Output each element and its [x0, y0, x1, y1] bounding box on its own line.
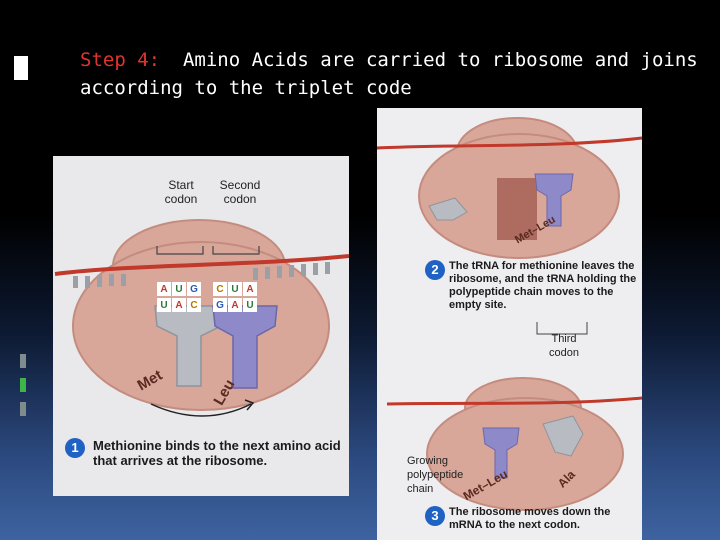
ribosome-illustration-1 — [54, 219, 349, 417]
growing-chain-label: Growing polypeptide chain — [407, 455, 464, 495]
codon-base: U — [175, 284, 183, 295]
anticodon-base: G — [216, 300, 224, 311]
slide-title: Step 4: Amino Acids are carried to ribos… — [80, 46, 700, 102]
codon-base: C — [216, 284, 224, 295]
title-text: Amino Acids are carried to ribosome and … — [80, 49, 698, 99]
step1-caption: Methionine binds to the next amino acid … — [93, 438, 341, 468]
codon-tiles — [157, 282, 257, 312]
start-codon-label: Start codon — [164, 178, 198, 206]
step-number-badge: 1 — [65, 438, 85, 458]
decor-block — [14, 56, 28, 80]
ribosome-illustration-2 — [377, 117, 642, 511]
third-codon-label: Third codon — [549, 333, 579, 359]
decor-bar-gray — [20, 354, 26, 368]
step3-number-badge: 3 — [425, 506, 445, 526]
step2-caption: The tRNA for methionine leaves the ribos… — [449, 260, 637, 311]
second-codon-label: Second codon — [219, 178, 261, 206]
codon-base: A — [160, 284, 168, 295]
decor-bar-gray — [20, 402, 26, 416]
anticodon-base: C — [190, 300, 198, 311]
codon-base: U — [231, 284, 239, 295]
anticodon-base: A — [175, 300, 183, 311]
codon-base: G — [190, 284, 198, 295]
step2-number-badge: 2 — [425, 260, 445, 280]
figure-panel-steps2-3: 2 The tRNA for methionine leaves the rib… — [377, 108, 642, 540]
title-step: Step 4: — [80, 49, 161, 71]
figure-panel-step1: Start codon Second codon A U G C U A U A… — [53, 156, 349, 496]
codon-base: A — [246, 284, 254, 295]
anticodon-base: A — [231, 300, 239, 311]
step3-caption: The ribosome moves down the mRNA to the … — [449, 506, 611, 531]
anticodon-base: U — [160, 300, 168, 311]
decor-bar-green — [20, 378, 26, 392]
anticodon-base: U — [246, 300, 254, 311]
